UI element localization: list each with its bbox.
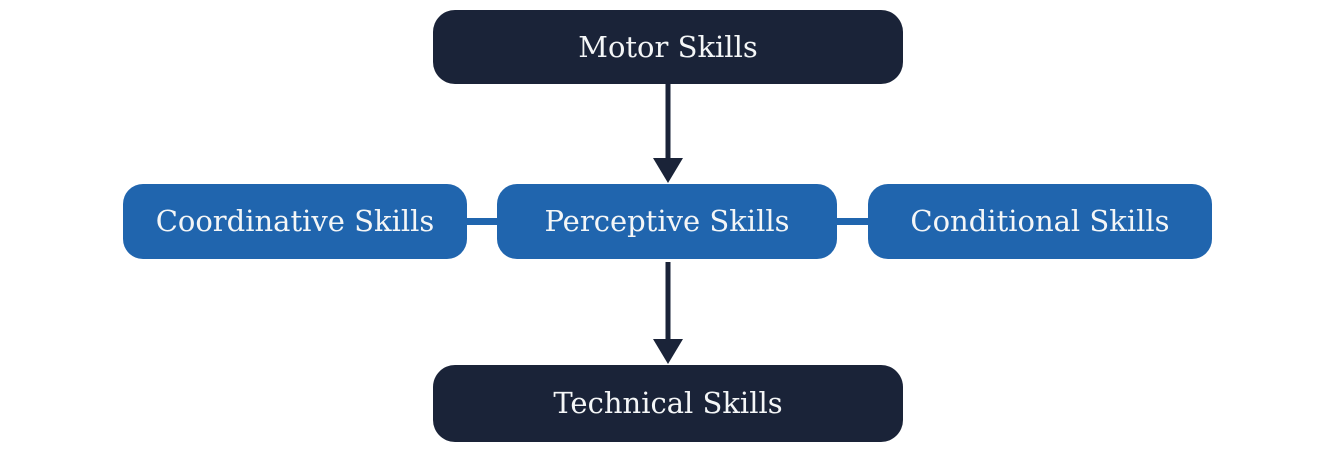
node-motor-skills: Motor Skills bbox=[433, 10, 903, 84]
connector-perceptive-to-conditional bbox=[832, 218, 872, 225]
node-technical-skills: Technical Skills bbox=[433, 365, 903, 442]
connector-coordinative-to-perceptive bbox=[462, 218, 502, 225]
arrow-motor-to-perceptive-icon bbox=[653, 84, 683, 183]
node-perceptive-skills: Perceptive Skills bbox=[497, 184, 837, 259]
node-coordinative-skills: Coordinative Skills bbox=[123, 184, 467, 259]
arrow-perceptive-to-technical-icon bbox=[653, 262, 683, 364]
node-conditional-skills: Conditional Skills bbox=[868, 184, 1212, 259]
